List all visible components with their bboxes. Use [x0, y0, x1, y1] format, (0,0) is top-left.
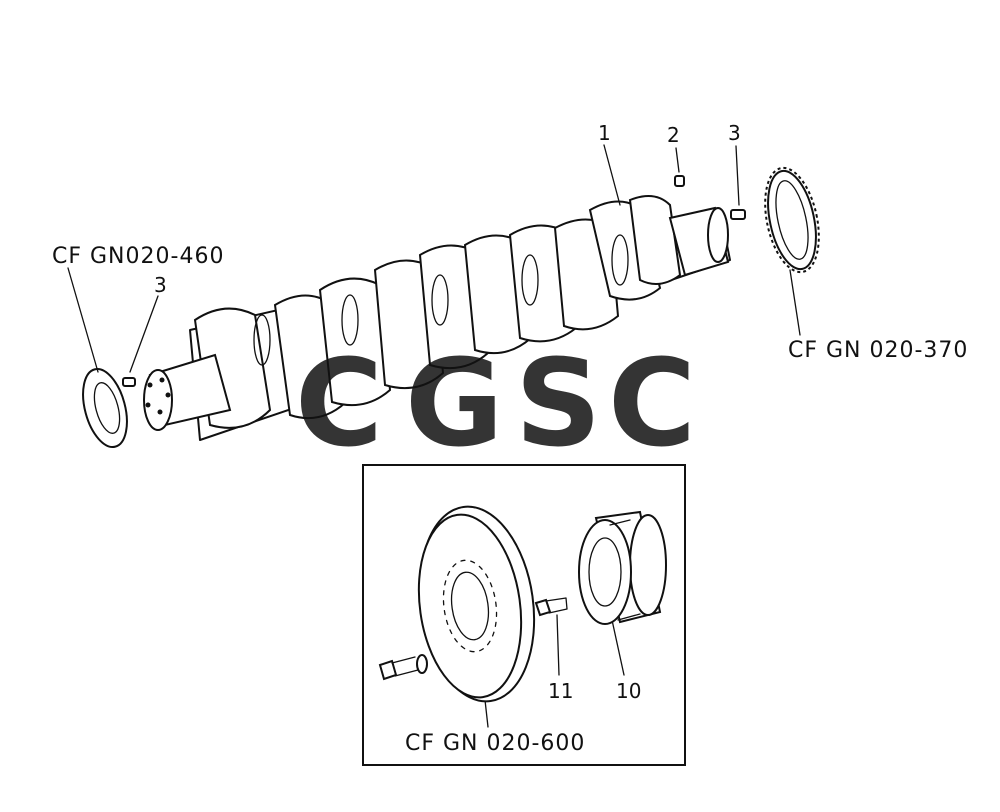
dowel-pin-rear: [122, 377, 136, 387]
crankshaft-journals: [253, 234, 629, 366]
crankshaft-rear-flange: [143, 353, 232, 431]
callouts: CF GN020-460 CF GN 020-370 CF GN 020-600…: [52, 121, 968, 756]
damper-bolt: [378, 654, 428, 681]
pulley: [578, 510, 667, 625]
crankshaft-front-nose: [668, 206, 730, 277]
callout-part-2: 2: [667, 123, 680, 147]
callout-part-11: 11: [548, 679, 573, 703]
callout-rear-seal-ref: CF GN020-460: [52, 244, 224, 269]
callout-part-3-rear: 3: [154, 273, 167, 297]
watermark-letter-c1: C: [295, 335, 383, 474]
damper-inset: [362, 464, 686, 766]
callout-damper-ref: CF GN 020-600: [405, 731, 585, 756]
pulley-bolt: [534, 597, 568, 617]
crankshaft-throws: [193, 195, 682, 429]
callout-gear-ref: CF GN 020-370: [788, 338, 968, 363]
dowel-pin-front: [730, 209, 746, 220]
inset-frame: [362, 464, 686, 766]
watermark-letter-s: S: [515, 335, 601, 474]
watermark-letter-c2: C: [608, 335, 696, 474]
rear-oil-seal: [82, 368, 128, 448]
callout-part-10: 10: [616, 679, 641, 703]
watermark: C G S C: [295, 335, 696, 474]
plug: [674, 175, 685, 187]
callout-part-3-front: 3: [728, 121, 741, 145]
callout-part-1: 1: [598, 121, 611, 145]
damper-disc: [417, 505, 536, 703]
watermark-letter-g: G: [405, 335, 504, 474]
crankshaft: [143, 195, 731, 441]
timing-gear: [764, 166, 820, 274]
leader-lines: [67, 144, 801, 728]
